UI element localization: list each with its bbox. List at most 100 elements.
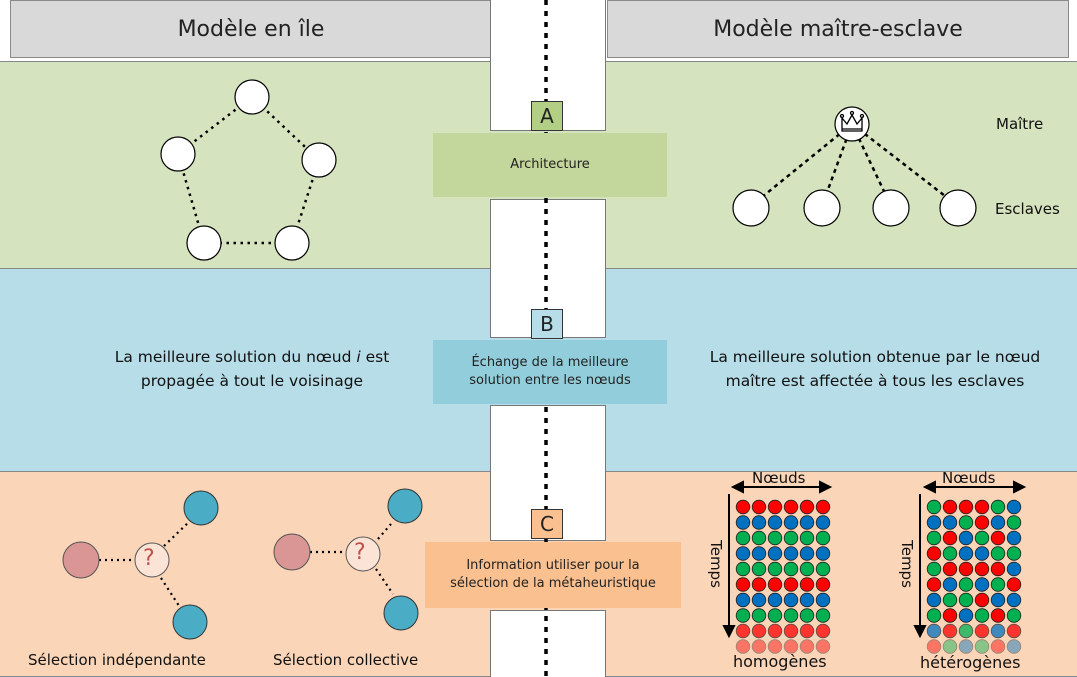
homogeneous-dot — [767, 499, 783, 515]
master-exchange-text: La meilleure solution obtenue par le nœu… — [675, 345, 1075, 393]
heterogeneous-dot — [958, 608, 974, 623]
tag-a: A — [531, 101, 563, 131]
collective-selection-label: Sélection collective — [273, 651, 419, 669]
heterogeneous-dot — [974, 530, 990, 546]
heterogeneous-time-label: Temps — [897, 540, 916, 588]
independent-selection-graph — [62, 490, 219, 640]
crown-icon — [839, 110, 865, 132]
homogeneous-dot — [799, 561, 815, 577]
slave-node — [803, 189, 841, 227]
header-master-slave-model: Modèle maître-esclave — [607, 0, 1069, 58]
island-node — [274, 225, 310, 261]
homogeneous-dot — [751, 499, 767, 515]
heterogeneous-dot — [990, 530, 1006, 546]
homogeneous-dot-grid — [735, 499, 831, 654]
homogeneous-dot — [751, 592, 767, 608]
heterogeneous-dot — [958, 546, 974, 561]
homogeneous-dot — [735, 608, 751, 623]
homogeneous-dot — [751, 577, 767, 592]
heterogeneous-dot — [942, 546, 958, 561]
heterogeneous-axes — [913, 480, 1027, 639]
heterogeneous-dot — [1006, 639, 1022, 654]
homogeneous-dot — [767, 623, 783, 639]
master-exchange-line1: La meilleure solution obtenue par le nœu… — [709, 348, 1041, 366]
heterogeneous-dot — [958, 499, 974, 515]
homogeneous-dot — [767, 530, 783, 546]
heterogeneous-label: hétérogènes — [920, 653, 1021, 672]
heterogeneous-dot — [1006, 561, 1022, 577]
question-mark-collective: ? — [354, 540, 366, 565]
heterogeneous-dot — [974, 561, 990, 577]
homogeneous-dot — [751, 639, 767, 654]
homogeneous-dot — [799, 592, 815, 608]
heterogeneous-dot — [926, 530, 942, 546]
island-line1-var: i — [356, 348, 361, 366]
homogeneous-label: homogènes — [733, 652, 827, 671]
homogeneous-axes — [722, 480, 833, 639]
island-node — [186, 225, 222, 261]
heterogeneous-dot — [990, 623, 1006, 639]
homogeneous-dot — [735, 546, 751, 561]
homogeneous-dot — [767, 608, 783, 623]
box-selection-line2: sélection de la métaheuristique — [450, 576, 656, 591]
heterogeneous-dot — [990, 546, 1006, 561]
box-exchange-line2: solution entre les nœuds — [469, 373, 631, 388]
homogeneous-dot — [735, 639, 751, 654]
heterogeneous-dot — [1006, 608, 1022, 623]
heterogeneous-dot — [990, 499, 1006, 515]
heterogeneous-dot — [990, 608, 1006, 623]
homogeneous-dot — [767, 561, 783, 577]
heterogeneous-dot — [990, 515, 1006, 530]
homogeneous-dot — [783, 546, 799, 561]
heterogeneous-dot — [926, 592, 942, 608]
tag-c-label: C — [540, 512, 554, 536]
island-line1-post: est — [360, 348, 390, 366]
homogeneous-dot — [815, 623, 831, 639]
island-ring — [176, 96, 321, 245]
heterogeneous-dot — [990, 639, 1006, 654]
homogeneous-dot — [799, 499, 815, 515]
heterogeneous-dot — [1006, 546, 1022, 561]
homogeneous-dot — [799, 530, 815, 546]
heterogeneous-dot — [974, 515, 990, 530]
box-architecture-label: Architecture — [510, 157, 590, 173]
question-mark-independent: ? — [143, 546, 155, 571]
homogeneous-dot — [767, 546, 783, 561]
homogeneous-dot — [735, 561, 751, 577]
homogeneous-dot — [783, 577, 799, 592]
island-node — [301, 142, 337, 178]
heterogeneous-dot — [958, 592, 974, 608]
homogeneous-dot — [799, 623, 815, 639]
homogeneous-dot — [783, 592, 799, 608]
tag-c: C — [531, 509, 563, 539]
homogeneous-dot — [815, 546, 831, 561]
homogeneous-dot — [815, 608, 831, 623]
corridor-bottom — [490, 610, 606, 677]
heterogeneous-dot — [958, 561, 974, 577]
tag-b: B — [531, 309, 563, 339]
homogeneous-dot — [767, 515, 783, 530]
heterogeneous-dot — [926, 515, 942, 530]
slave-node — [872, 189, 910, 227]
heterogeneous-dot — [990, 592, 1006, 608]
homogeneous-dot — [767, 592, 783, 608]
homogeneous-dot — [735, 623, 751, 639]
slave-node — [939, 189, 977, 227]
box-exchange-line1: Échange de la meilleure — [471, 355, 629, 371]
heterogeneous-dot — [1006, 515, 1022, 530]
heterogeneous-dot — [958, 623, 974, 639]
heterogeneous-dot — [974, 499, 990, 515]
homogeneous-time-label: Temps — [706, 540, 725, 588]
master-label: Maître — [996, 115, 1044, 133]
island-line1-pre: La meilleure solution du nœud — [114, 348, 357, 366]
box-exchange: Échange de la meilleure solution entre l… — [433, 340, 667, 404]
homogeneous-dot — [815, 515, 831, 530]
homogeneous-dot — [799, 639, 815, 654]
homogeneous-dot — [799, 546, 815, 561]
heterogeneous-dot — [958, 530, 974, 546]
tag-b-label: B — [540, 312, 554, 336]
heterogeneous-dot — [974, 577, 990, 592]
slave-node — [732, 189, 770, 227]
heterogeneous-dot — [942, 530, 958, 546]
